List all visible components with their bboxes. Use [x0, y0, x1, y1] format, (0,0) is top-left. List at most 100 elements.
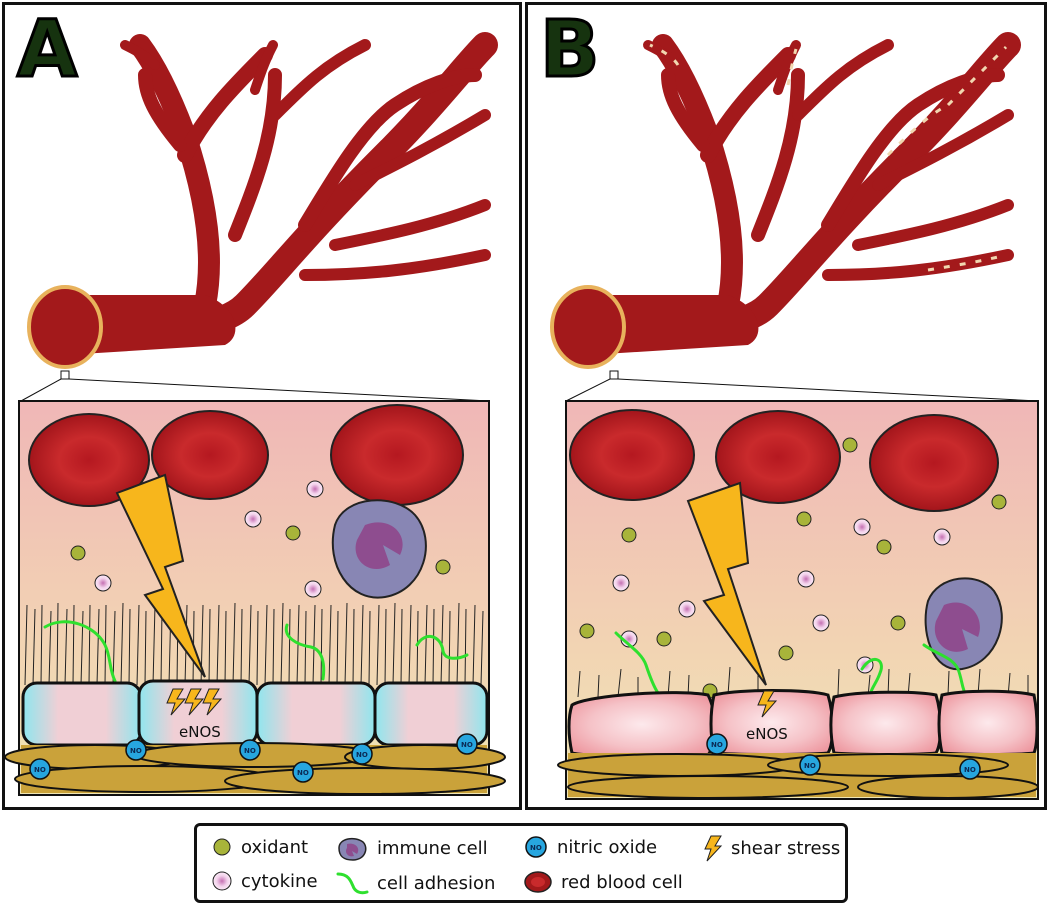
oxidant: [656, 631, 672, 647]
red-blood-cell: [330, 404, 464, 506]
cell-adhesion: [614, 631, 660, 695]
zoom-marker: [60, 370, 70, 380]
cytokine: [612, 574, 630, 592]
cytokine: [244, 510, 262, 528]
oxidant: [842, 437, 858, 453]
endothelial-cell: [255, 681, 377, 747]
nitric-oxide: NO: [959, 758, 981, 780]
oxidant: [796, 511, 812, 527]
svg-text:NO: NO: [34, 766, 46, 774]
zoom-detail: eNOS NO NO NO: [5, 400, 506, 796]
vessel-damage: [649, 43, 1008, 272]
svg-text:NO: NO: [804, 762, 816, 770]
cell-adhesion-icon: [336, 872, 369, 895]
svg-text:NO: NO: [711, 741, 723, 749]
nitric-oxide-icon: NO: [525, 836, 547, 858]
shear-stress-bolt: [115, 473, 206, 678]
red-blood-cell: [28, 413, 150, 507]
panel-letter-a: A: [15, 5, 78, 95]
red-blood-cell: [869, 414, 999, 512]
cell-adhesion: [43, 620, 117, 683]
nitric-oxide: NO: [239, 739, 261, 761]
nitric-oxide: NO: [456, 733, 478, 755]
panel-a: eNOS NO NO NO: [2, 2, 522, 810]
legend-label: shear stress: [731, 837, 841, 859]
red-blood-cell: [569, 409, 695, 501]
oxidant-icon: [213, 838, 231, 856]
svg-text:NO: NO: [244, 747, 256, 755]
glycocalyx: [24, 602, 484, 686]
shear-stress-icon: [704, 835, 723, 862]
red-blood-cell-icon: [524, 871, 552, 893]
immune-cell: [924, 577, 1003, 671]
nitric-oxide: NO: [799, 754, 821, 776]
cytokine: [678, 600, 696, 618]
cytokine: [812, 614, 830, 632]
blood-vessel-tree: [575, 32, 1021, 340]
panel-b: eNOS NO NO NO B: [525, 2, 1047, 810]
endothelial-cell: [829, 690, 942, 756]
oxidant: [991, 494, 1007, 510]
cytokine-icon: [212, 871, 232, 891]
legend-label: cytokine: [241, 870, 318, 892]
panel-a-illustration: eNOS NO NO NO: [5, 32, 506, 796]
legend-item-cell-adhesion: cell adhesion: [335, 870, 495, 896]
red-blood-cell: [151, 410, 269, 500]
shear-stress-sparks: [166, 688, 223, 716]
nitric-oxide: NO: [706, 733, 728, 755]
svg-text:NO: NO: [297, 769, 309, 777]
zoom-marker: [609, 370, 619, 380]
panel-b-illustration: eNOS NO NO NO: [550, 32, 1039, 800]
immune-cell-icon: [338, 837, 367, 861]
cell-adhesion: [415, 635, 469, 660]
panel-letter-b: B: [538, 5, 600, 95]
cytokine: [94, 574, 112, 592]
endothelial-cell: [567, 691, 717, 758]
vessel-opening: [27, 285, 103, 369]
svg-text:NO: NO: [356, 751, 368, 759]
nitric-oxide: NO: [351, 743, 373, 765]
blood-vessel-tree: [52, 32, 498, 340]
shear-stress-bolt: [686, 481, 767, 686]
oxidant: [435, 559, 451, 575]
smooth-muscle: [557, 753, 1039, 799]
svg-text:NO: NO: [461, 741, 473, 749]
oxidant: [778, 645, 794, 661]
legend-label: oxidant: [241, 836, 309, 858]
legend-label: immune cell: [377, 837, 488, 859]
endothelial-cell: [937, 689, 1039, 756]
svg-text:NO: NO: [530, 844, 542, 852]
legend-label: cell adhesion: [377, 872, 496, 894]
cytokine: [933, 528, 951, 546]
endothelial-cell: [709, 689, 834, 756]
oxidant: [70, 545, 86, 561]
nitric-oxide: NO: [292, 761, 314, 783]
oxidant: [285, 525, 301, 541]
oxidant: [890, 615, 906, 631]
svg-text:NO: NO: [964, 766, 976, 774]
legend-item-oxidant: oxidant: [211, 836, 308, 858]
endothelial-cell: [21, 681, 143, 747]
legend-item-nitric-oxide: NO nitric oxide: [523, 834, 657, 860]
enos-label: eNOS: [179, 723, 221, 741]
cell-adhesion: [922, 643, 968, 697]
glycocalyx: [577, 666, 1029, 698]
legend-item-shear-stress: shear stress: [703, 834, 840, 862]
legend-label: red blood cell: [561, 871, 683, 893]
enos-label: eNOS: [746, 725, 788, 743]
cytokine: [797, 570, 815, 588]
nitric-oxide: NO: [29, 758, 51, 780]
cytokine: [853, 518, 871, 536]
immune-cell: [331, 499, 427, 599]
cytokine: [304, 580, 322, 598]
shear-stress-spark: [757, 690, 778, 718]
vessel-opening: [550, 285, 626, 369]
cytokine: [306, 480, 324, 498]
nitric-oxide: NO: [125, 739, 147, 761]
legend-item-red-blood-cell: red blood cell: [523, 870, 683, 894]
cell-adhesion: [284, 623, 326, 681]
legend: oxidant immune cell NO nitric oxide shea…: [194, 823, 848, 903]
legend-label: nitric oxide: [557, 836, 658, 858]
legend-item-cytokine: cytokine: [211, 870, 318, 892]
zoom-detail: eNOS NO NO NO: [557, 400, 1039, 800]
